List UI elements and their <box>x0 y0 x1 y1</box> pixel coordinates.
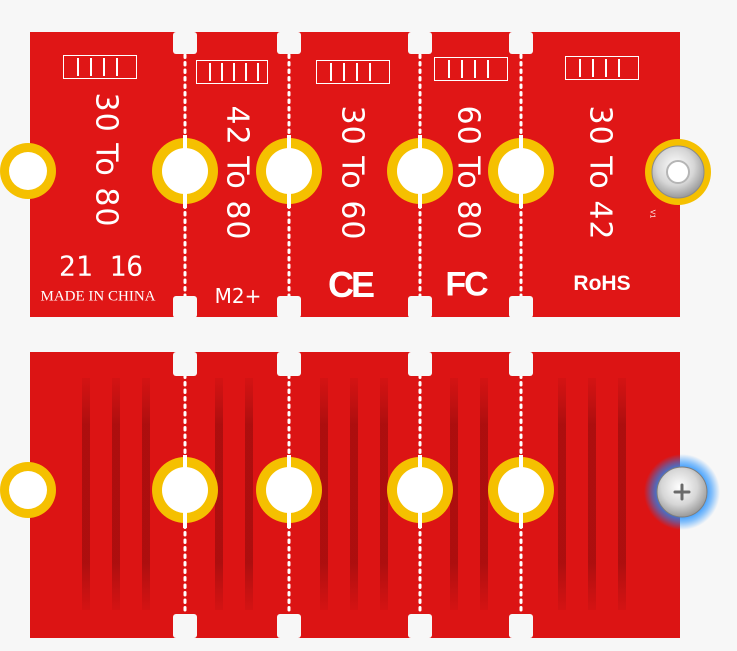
checkbox-strip <box>434 57 508 81</box>
fc-mark: FC <box>445 265 488 304</box>
checkbox-strip <box>316 60 390 84</box>
rohs-mark: RoHS <box>573 272 631 295</box>
board-notches <box>173 32 533 638</box>
m2-label: M2+ <box>214 284 262 308</box>
mounting-screw-icon <box>651 145 705 199</box>
ce-mark: CE <box>327 264 375 305</box>
checkbox-strip <box>565 56 639 80</box>
mounting-screw-icon <box>644 454 720 530</box>
made-in-china-label: MADE IN CHINA <box>40 288 156 305</box>
mounting-pads-top <box>0 138 711 205</box>
pad-slits <box>183 135 523 528</box>
date-code: 21 16 <box>58 249 144 283</box>
checkbox-strip <box>63 55 137 79</box>
checkbox-strip <box>196 60 268 84</box>
copper-traces <box>82 378 626 610</box>
